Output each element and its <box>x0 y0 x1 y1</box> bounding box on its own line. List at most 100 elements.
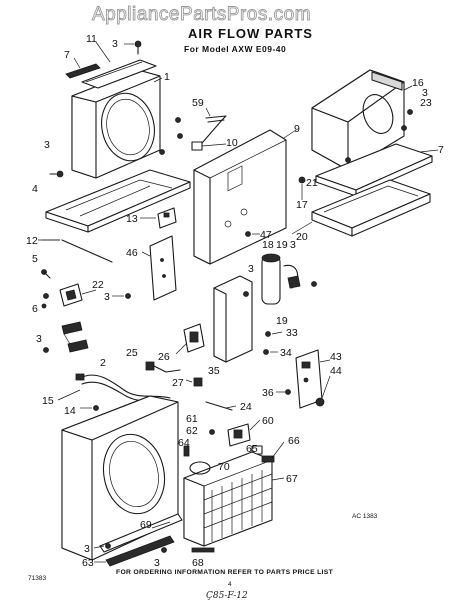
part-7-foam-strip <box>65 63 101 79</box>
callout-60: 60 <box>262 415 274 427</box>
callout-61: 61 <box>186 413 198 425</box>
reference-code: AC 1383 <box>352 513 378 520</box>
callout-19-a: 19 <box>276 239 288 251</box>
callout-69: 69 <box>140 519 152 531</box>
part-16-rear-housing <box>311 69 405 171</box>
callout-63: 63 <box>82 557 94 569</box>
callout-36: 36 <box>262 387 274 399</box>
part-10-clip <box>191 141 203 151</box>
callout-19-b: 19 <box>276 315 288 327</box>
callout-16: 16 <box>412 77 424 89</box>
callout-44: 44 <box>330 365 342 377</box>
screw-36 <box>285 389 291 395</box>
leader-lines <box>38 41 439 563</box>
part-64-bushing <box>183 445 190 457</box>
callout-10: 10 <box>226 137 238 149</box>
screw-3-left-upper <box>49 170 64 178</box>
part-66-fitting <box>261 455 275 463</box>
part-18-capacitor <box>261 253 281 305</box>
part-25-connector <box>145 361 181 373</box>
part-4-base-tray <box>45 169 191 233</box>
part-grille-frame <box>61 395 179 561</box>
callout-18: 18 <box>262 239 274 251</box>
callout-3-d: 3 <box>248 263 254 275</box>
part-12-rod <box>42 239 113 263</box>
callout-59: 59 <box>192 97 204 109</box>
part-5-fitting <box>41 269 51 279</box>
part-9-shroud <box>193 129 287 265</box>
callout-21: 21 <box>306 177 318 189</box>
part-1-front-panel <box>71 69 161 179</box>
callout-3-f: 3 <box>104 291 110 303</box>
callout-3-g: 3 <box>36 333 42 345</box>
callout-1: 1 <box>164 71 170 83</box>
callout-33: 33 <box>286 327 298 339</box>
part-60-thermostat <box>227 423 251 447</box>
callout-3-c: 3 <box>44 139 50 151</box>
callout-23: 23 <box>420 97 432 109</box>
part-22-mount-bracket <box>59 283 83 307</box>
callout-66: 66 <box>288 435 300 447</box>
part-70-tube <box>189 461 211 475</box>
callout-70: 70 <box>218 461 230 473</box>
callout-25: 25 <box>126 347 138 359</box>
callout-9: 9 <box>294 123 300 135</box>
callout-6: 6 <box>32 303 38 315</box>
screw-3-mid-left <box>125 293 131 299</box>
callout-3-a: 3 <box>112 38 118 50</box>
part-27-clip <box>193 377 203 387</box>
callout-3-h: 3 <box>84 543 90 555</box>
callout-17: 17 <box>296 199 308 211</box>
part-35-control-bracket <box>213 275 253 363</box>
screw-14 <box>93 405 99 411</box>
callout-68: 68 <box>192 557 204 569</box>
screws-3-pair <box>159 117 183 155</box>
callout-4: 4 <box>32 183 38 195</box>
part-62-clip <box>209 429 215 435</box>
callout-7-b: 7 <box>438 144 444 156</box>
screws-3-right <box>401 109 413 131</box>
corner-code: 71383 <box>28 575 46 582</box>
callout-67: 67 <box>286 473 298 485</box>
callout-26: 26 <box>158 351 170 363</box>
part-13-switch-plate <box>157 207 177 229</box>
part-20-drain-pan <box>311 179 431 237</box>
ordering-note: FOR ORDERING INFORMATION REFER TO PARTS … <box>116 569 334 576</box>
callout-24: 24 <box>240 401 252 413</box>
part-44-knob <box>315 397 325 407</box>
part-26-relay <box>183 323 205 353</box>
callout-20: 20 <box>296 231 308 243</box>
callout-62: 62 <box>186 425 198 437</box>
handwritten-code: Ç85-F-12 <box>206 591 248 600</box>
callout-7-a: 7 <box>64 49 70 61</box>
callout-46: 46 <box>126 247 138 259</box>
part-68-support <box>191 547 215 553</box>
callout-12: 12 <box>26 235 38 247</box>
watermark-text: AppliancePartsPros.com <box>92 4 311 25</box>
callout-34: 34 <box>280 347 292 359</box>
callout-35: 35 <box>208 365 220 377</box>
screw-3-top <box>134 40 142 55</box>
part-67-coil <box>183 451 273 547</box>
part-69-base-rail <box>99 513 183 567</box>
callout-3-i: 3 <box>154 557 160 569</box>
callout-labels: 3 11 7 1 59 10 9 16 3 23 3 7 4 21 17 20 … <box>26 33 444 569</box>
callout-64: 64 <box>178 437 190 449</box>
page-number: 4 <box>228 581 232 588</box>
callout-3-b: 3 <box>422 87 428 99</box>
callout-22: 22 <box>92 279 104 291</box>
screw-3-bottom <box>105 543 167 553</box>
callout-43: 43 <box>330 351 342 363</box>
part-46-control-panel <box>149 235 177 301</box>
callout-14: 14 <box>64 405 76 417</box>
screw-34 <box>263 349 269 355</box>
callout-65: 65 <box>246 443 258 455</box>
screw-47 <box>245 231 251 237</box>
part-19-strap <box>283 264 317 289</box>
part-17-screw <box>298 157 351 184</box>
diagram-subtitle: For Model AXW E09-40 <box>184 44 286 54</box>
part-24-rod <box>205 401 233 411</box>
diagram-title: AIR FLOW PARTS <box>188 26 313 41</box>
